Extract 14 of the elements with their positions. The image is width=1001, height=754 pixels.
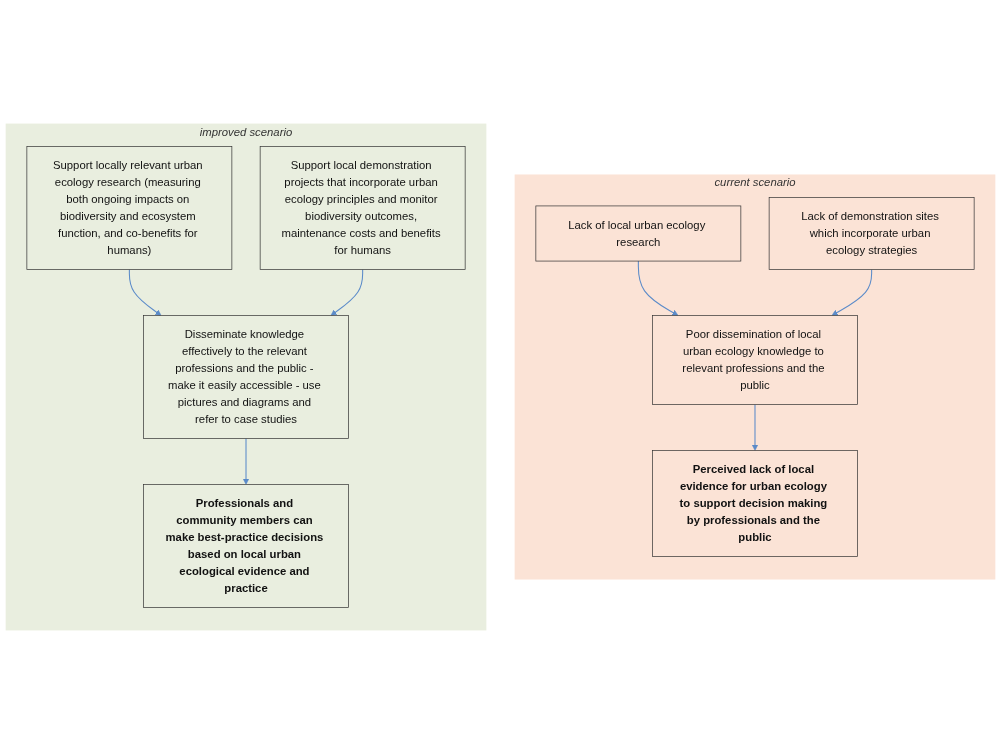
node-box: Poor dissemination of local urban ecology knowledge to relevant professions and the public xyxy=(652,315,858,405)
node-box: Support locally relevant urban ecology research (measuring both ongoing impacts on biodiversity and ecosystem function, and co-benefits for humans) xyxy=(26,146,233,270)
arrow xyxy=(637,260,679,316)
arrow xyxy=(330,269,364,316)
arrow xyxy=(831,269,873,316)
arrow xyxy=(128,269,162,316)
node-box: Disseminate knowledge effectively to the relevant professions and the public - make it easily accessible - use pictures and diagrams and refer to case studies xyxy=(143,315,349,439)
node-box: Lack of demonstration sites which incorporate urban ecology strategies xyxy=(768,197,975,270)
arrow xyxy=(242,437,250,485)
node-box: Professionals and community members can make best-practice decisions based on local urban ecological evidence and practice xyxy=(143,484,349,608)
node-box: Support local demonstration projects that incorporate urban ecology principles and monitor biodiversity outcomes, maintenance costs and benefits for humans xyxy=(259,146,466,270)
node-box: Lack of local urban ecology research xyxy=(535,205,742,262)
arrow xyxy=(751,404,759,451)
node-box: Perceived lack of local evidence for urban ecology to support decision making by professionals and the public xyxy=(652,450,858,557)
